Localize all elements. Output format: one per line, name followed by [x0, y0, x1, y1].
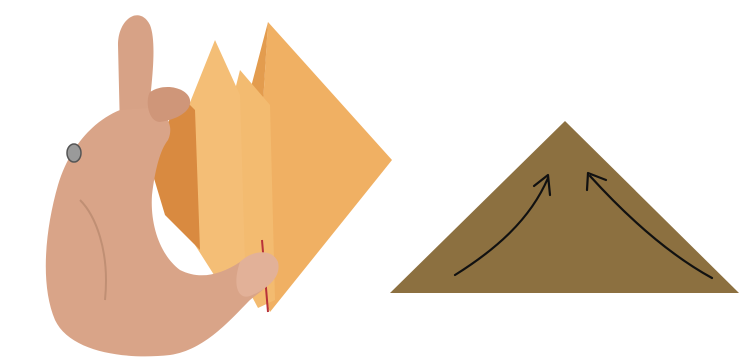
fold-diagram — [390, 121, 739, 293]
diagram-triangle — [390, 121, 739, 293]
ring — [67, 144, 81, 162]
